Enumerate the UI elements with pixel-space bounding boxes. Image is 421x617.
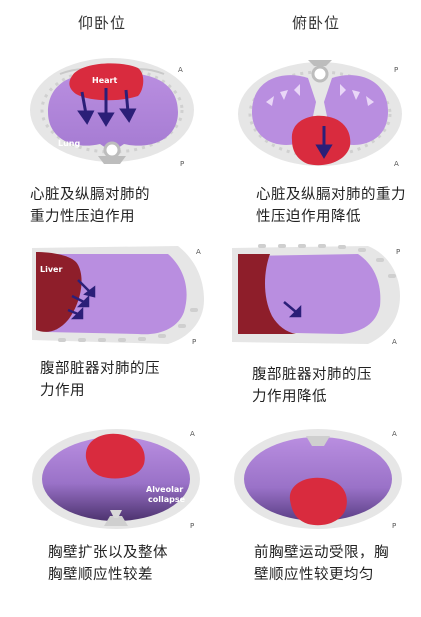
anterior-marker: A (178, 66, 183, 74)
anterior-marker: A (190, 430, 195, 438)
spine-dots (258, 244, 396, 278)
vertebra-icon (306, 436, 330, 446)
posterior-marker: P (180, 160, 184, 168)
prone-sagittal-diagram: P A (232, 244, 400, 346)
caption-supine-heart: 心脏及纵膈对肺的重力性压迫作用 (30, 187, 150, 225)
supine-sagittal-diagram: Liver A P (32, 246, 204, 346)
posterior-marker: P (396, 248, 400, 256)
prone-axial-diagram: P A (238, 60, 402, 168)
liver-shape (238, 254, 296, 334)
liver-label: Liver (40, 265, 62, 274)
posterior-marker: P (192, 338, 196, 346)
heart-shape (85, 433, 145, 479)
prone-title: 俯卧位 (292, 14, 341, 32)
caption-prone-abdomen: 腹部脏器对肺的压力作用降低 (252, 367, 372, 405)
supine-chestwall-diagram: Alveolar collapse A P (32, 429, 200, 530)
alveolar-label: Alveolar (146, 485, 183, 494)
anterior-marker: A (196, 248, 201, 256)
expansion-arrows (266, 84, 374, 106)
anterior-marker: A (394, 160, 399, 168)
gravity-arrow (315, 126, 333, 159)
posterior-marker: P (394, 66, 398, 74)
gravity-arrows (77, 88, 137, 127)
supine-title: 仰卧位 (78, 14, 127, 32)
lung-region (42, 437, 190, 521)
lung-region (248, 254, 381, 334)
spine-dots (58, 308, 198, 342)
anterior-marker: A (392, 338, 397, 346)
posterior-marker: P (190, 522, 194, 530)
vertebra-icon (98, 141, 126, 164)
heart-shape (291, 115, 351, 166)
caption-prone-heart: 心脏及纵膈对肺的重力性压迫作用降低 (256, 187, 406, 225)
heart-label: Heart (92, 76, 117, 85)
posterior-marker: P (392, 522, 396, 530)
supine-axial-diagram: Heart Lung A P (30, 58, 194, 168)
heart-shape (289, 477, 347, 526)
prone-chestwall-diagram: A P (234, 429, 402, 530)
vertebra-icon (308, 60, 332, 83)
vertebra-icon (104, 510, 128, 526)
caption-prone-chestwall: 前胸壁运动受限，胸壁顺应性较更均匀 (254, 545, 389, 583)
anterior-marker: A (392, 430, 397, 438)
collapse-label: collapse (148, 495, 186, 504)
pressure-arrows (67, 279, 96, 320)
lung-label: Lung (58, 139, 80, 148)
caption-supine-abdomen: 腹部脏器对肺的压力作用 (40, 361, 160, 399)
pressure-arrow (283, 301, 302, 318)
caption-supine-chestwall: 胸壁扩张以及整体胸壁顺应性较差 (48, 545, 168, 583)
